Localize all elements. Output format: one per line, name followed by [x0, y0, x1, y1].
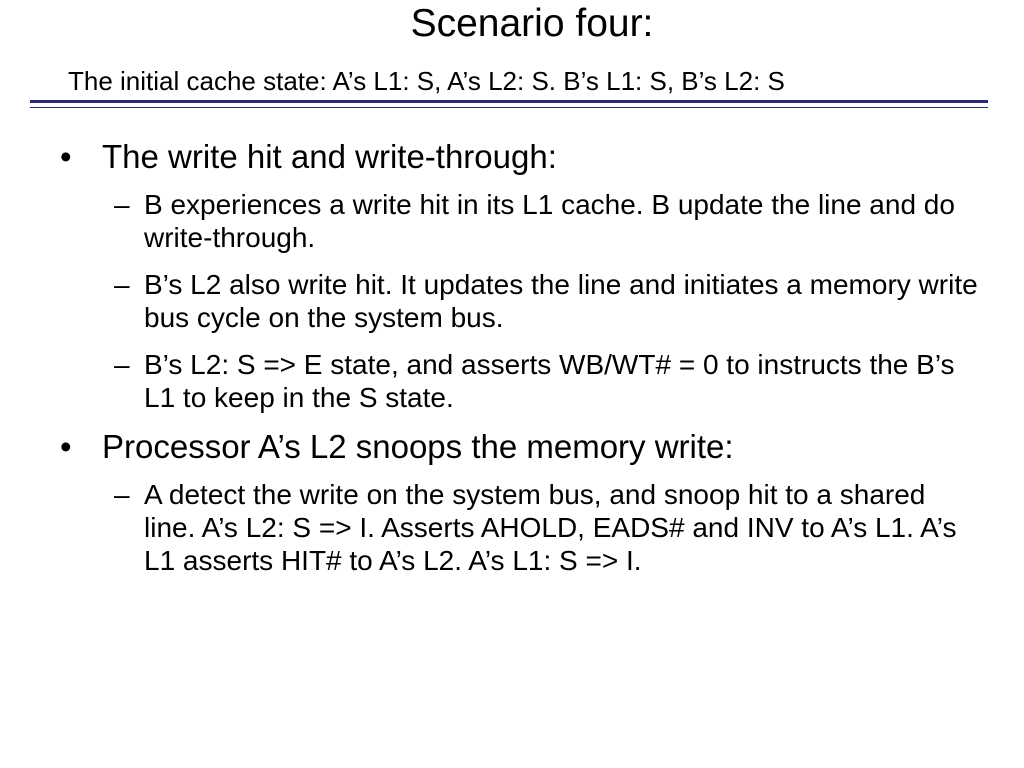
bullet-text: The write hit and write-through: — [102, 138, 557, 175]
dash-marker: – — [114, 479, 130, 510]
sub-bullet-text: B’s L2 also write hit. It updates the li… — [144, 269, 978, 333]
title-divider-thin — [30, 107, 988, 108]
sub-bullet-text: B’s L2: S => E state, and asserts WB/WT#… — [144, 349, 955, 413]
dash-marker: – — [114, 349, 130, 380]
slide-title: Scenario four: — [410, 2, 654, 45]
dash-marker: – — [114, 269, 130, 300]
bullet-item: • Processor A’s L2 snoops the memory wri… — [60, 428, 980, 466]
sub-bullet-item: – B’s L2 also write hit. It updates the … — [102, 268, 980, 334]
sub-bullet-text: A detect the write on the system bus, an… — [144, 479, 957, 576]
slide-body: • The write hit and write-through: – B e… — [60, 138, 980, 591]
bullet-item: • The write hit and write-through: — [60, 138, 980, 176]
sub-bullet-text: B experiences a write hit in its L1 cach… — [144, 189, 955, 253]
bullet-marker: • — [60, 138, 72, 175]
bullet-text: Processor A’s L2 snoops the memory write… — [102, 428, 734, 465]
sub-bullet-item: – B’s L2: S => E state, and asserts WB/W… — [102, 348, 980, 414]
slide-subtitle: The initial cache state: A’s L1: S, A’s … — [68, 66, 785, 96]
dash-marker: – — [114, 189, 130, 220]
title-divider-thick — [30, 100, 988, 103]
sub-bullet-item: – B experiences a write hit in its L1 ca… — [102, 188, 980, 254]
bullet-marker: • — [60, 428, 72, 465]
sub-bullet-item: – A detect the write on the system bus, … — [102, 478, 980, 577]
